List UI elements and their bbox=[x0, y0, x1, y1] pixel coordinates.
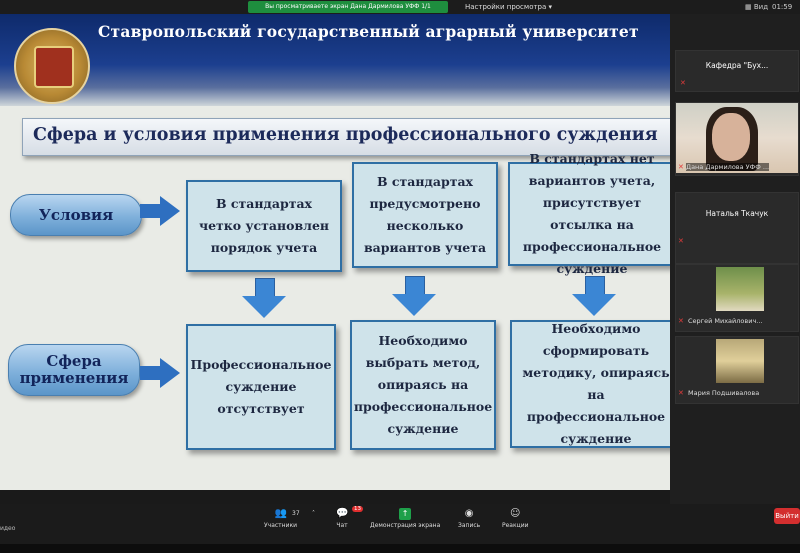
view-settings-label: Настройки просмотра bbox=[465, 3, 547, 11]
share-screen-label: Демонстрация экрана bbox=[370, 522, 441, 529]
scope-box-1: Профессиональное суждение отсутствует bbox=[186, 324, 336, 450]
participant-video bbox=[676, 103, 798, 173]
chevron-up-icon[interactable]: ˄ bbox=[312, 510, 315, 517]
zoom-top-bar: Вы просматриваете экран Дана Дармилова У… bbox=[0, 0, 800, 14]
participant-tile[interactable]: ✕ Сергей Михайлович... bbox=[675, 264, 799, 332]
scope-box-2: Необходимо выбрать метод, опираясь на пр… bbox=[350, 320, 496, 450]
arrow-down-icon bbox=[572, 276, 616, 316]
view-settings-menu[interactable]: Настройки просмотра ▾ bbox=[465, 1, 552, 13]
chat-icon: 💬 bbox=[336, 508, 349, 519]
participant-avatar bbox=[716, 339, 764, 383]
meeting-toolbar: 👥 Участники 37 ˄ 💬 Чат 13 ↑ Демонстрация… bbox=[0, 504, 800, 544]
participants-button[interactable]: 👥 Участники bbox=[264, 508, 297, 529]
slide-title: Сфера и условия применения профессиональ… bbox=[33, 125, 658, 145]
mic-muted-icon: ✕ bbox=[678, 317, 684, 325]
participants-label: Участники bbox=[264, 522, 298, 529]
reactions-button[interactable]: ☺ Реакции bbox=[502, 508, 529, 529]
reaction-icon: ☺ bbox=[510, 508, 521, 519]
participant-video-tile[interactable]: ✕ Дана Дармилова УФФ ... bbox=[675, 102, 799, 176]
arrow-down-icon bbox=[392, 276, 436, 316]
university-title: Ставропольский государственный аграрный … bbox=[98, 22, 639, 41]
shared-slide: Ставропольский государственный аграрный … bbox=[0, 14, 685, 490]
face-image bbox=[712, 113, 750, 161]
record-label: Запись bbox=[458, 522, 481, 529]
screen-share-banner[interactable]: Вы просматриваете экран Дана Дармилова У… bbox=[248, 1, 448, 13]
participant-tile[interactable]: Наталья Ткачук ✕ bbox=[675, 192, 799, 264]
chat-unread-badge: 13 bbox=[352, 506, 363, 512]
share-screen-button[interactable]: ↑ Демонстрация экрана bbox=[370, 508, 440, 529]
participant-name: Наталья Ткачук bbox=[705, 209, 769, 218]
reactions-label: Реакции bbox=[502, 522, 529, 529]
participant-name: Мария Подшивалова bbox=[688, 389, 760, 397]
participants-count: 37 bbox=[292, 510, 300, 517]
mic-muted-icon: ✕ bbox=[678, 389, 684, 397]
condition-box-1: В стандартах четко установлен порядок уч… bbox=[186, 180, 342, 272]
view-button-label: Вид bbox=[753, 3, 769, 11]
arrow-down-icon bbox=[242, 278, 286, 318]
grid-icon: ▦ bbox=[745, 3, 752, 11]
people-icon: 👥 bbox=[274, 508, 287, 519]
scope-label: Сфера применения bbox=[8, 344, 140, 396]
record-button[interactable]: ◉ Запись bbox=[458, 508, 480, 529]
participant-tile[interactable]: Кафедра "Бух... ✕ bbox=[675, 50, 799, 92]
mic-muted-icon: ✕ bbox=[678, 163, 684, 171]
participant-name: Сергей Михайлович... bbox=[688, 317, 763, 325]
chat-label: Чат bbox=[336, 522, 348, 529]
record-icon: ◉ bbox=[464, 508, 474, 519]
slide-header: Ставропольский государственный аграрный … bbox=[0, 14, 685, 106]
exit-button[interactable]: Выйти bbox=[774, 508, 800, 524]
condition-box-2: В стандартах предусмотрено несколько вар… bbox=[352, 162, 498, 268]
participant-avatar bbox=[716, 267, 764, 311]
condition-box-3: В стандартах нет вариантов учета, присут… bbox=[508, 151, 676, 276]
chat-button[interactable]: 💬 Чат bbox=[336, 508, 348, 529]
share-screen-icon: ↑ bbox=[399, 508, 412, 520]
chevron-down-icon: ▾ bbox=[548, 3, 553, 11]
participant-name: Дана Дармилова УФФ ... bbox=[686, 163, 770, 171]
conditions-label: Условия bbox=[10, 194, 142, 236]
slide-title-bar: Сфера и условия применения профессиональ… bbox=[22, 118, 679, 156]
scope-box-3: Необходимо сформировать методику, опирая… bbox=[510, 320, 682, 448]
video-button[interactable]: идео bbox=[0, 525, 16, 532]
participant-tile[interactable]: ✕ Мария Подшивалова bbox=[675, 336, 799, 404]
mic-muted-icon: ✕ bbox=[680, 79, 686, 87]
logo-shield-icon bbox=[34, 46, 74, 88]
monitor-bezel bbox=[0, 544, 800, 553]
view-button[interactable]: ▦ Вид bbox=[745, 1, 768, 13]
mic-muted-icon: ✕ bbox=[678, 237, 684, 245]
university-logo bbox=[14, 28, 90, 104]
participant-name: Кафедра "Бух... bbox=[705, 61, 769, 70]
participants-panel: Кафедра "Бух... ✕ ✕ Дана Дармилова УФФ .… bbox=[670, 14, 800, 504]
clock-display: 01:59 bbox=[772, 3, 793, 11]
